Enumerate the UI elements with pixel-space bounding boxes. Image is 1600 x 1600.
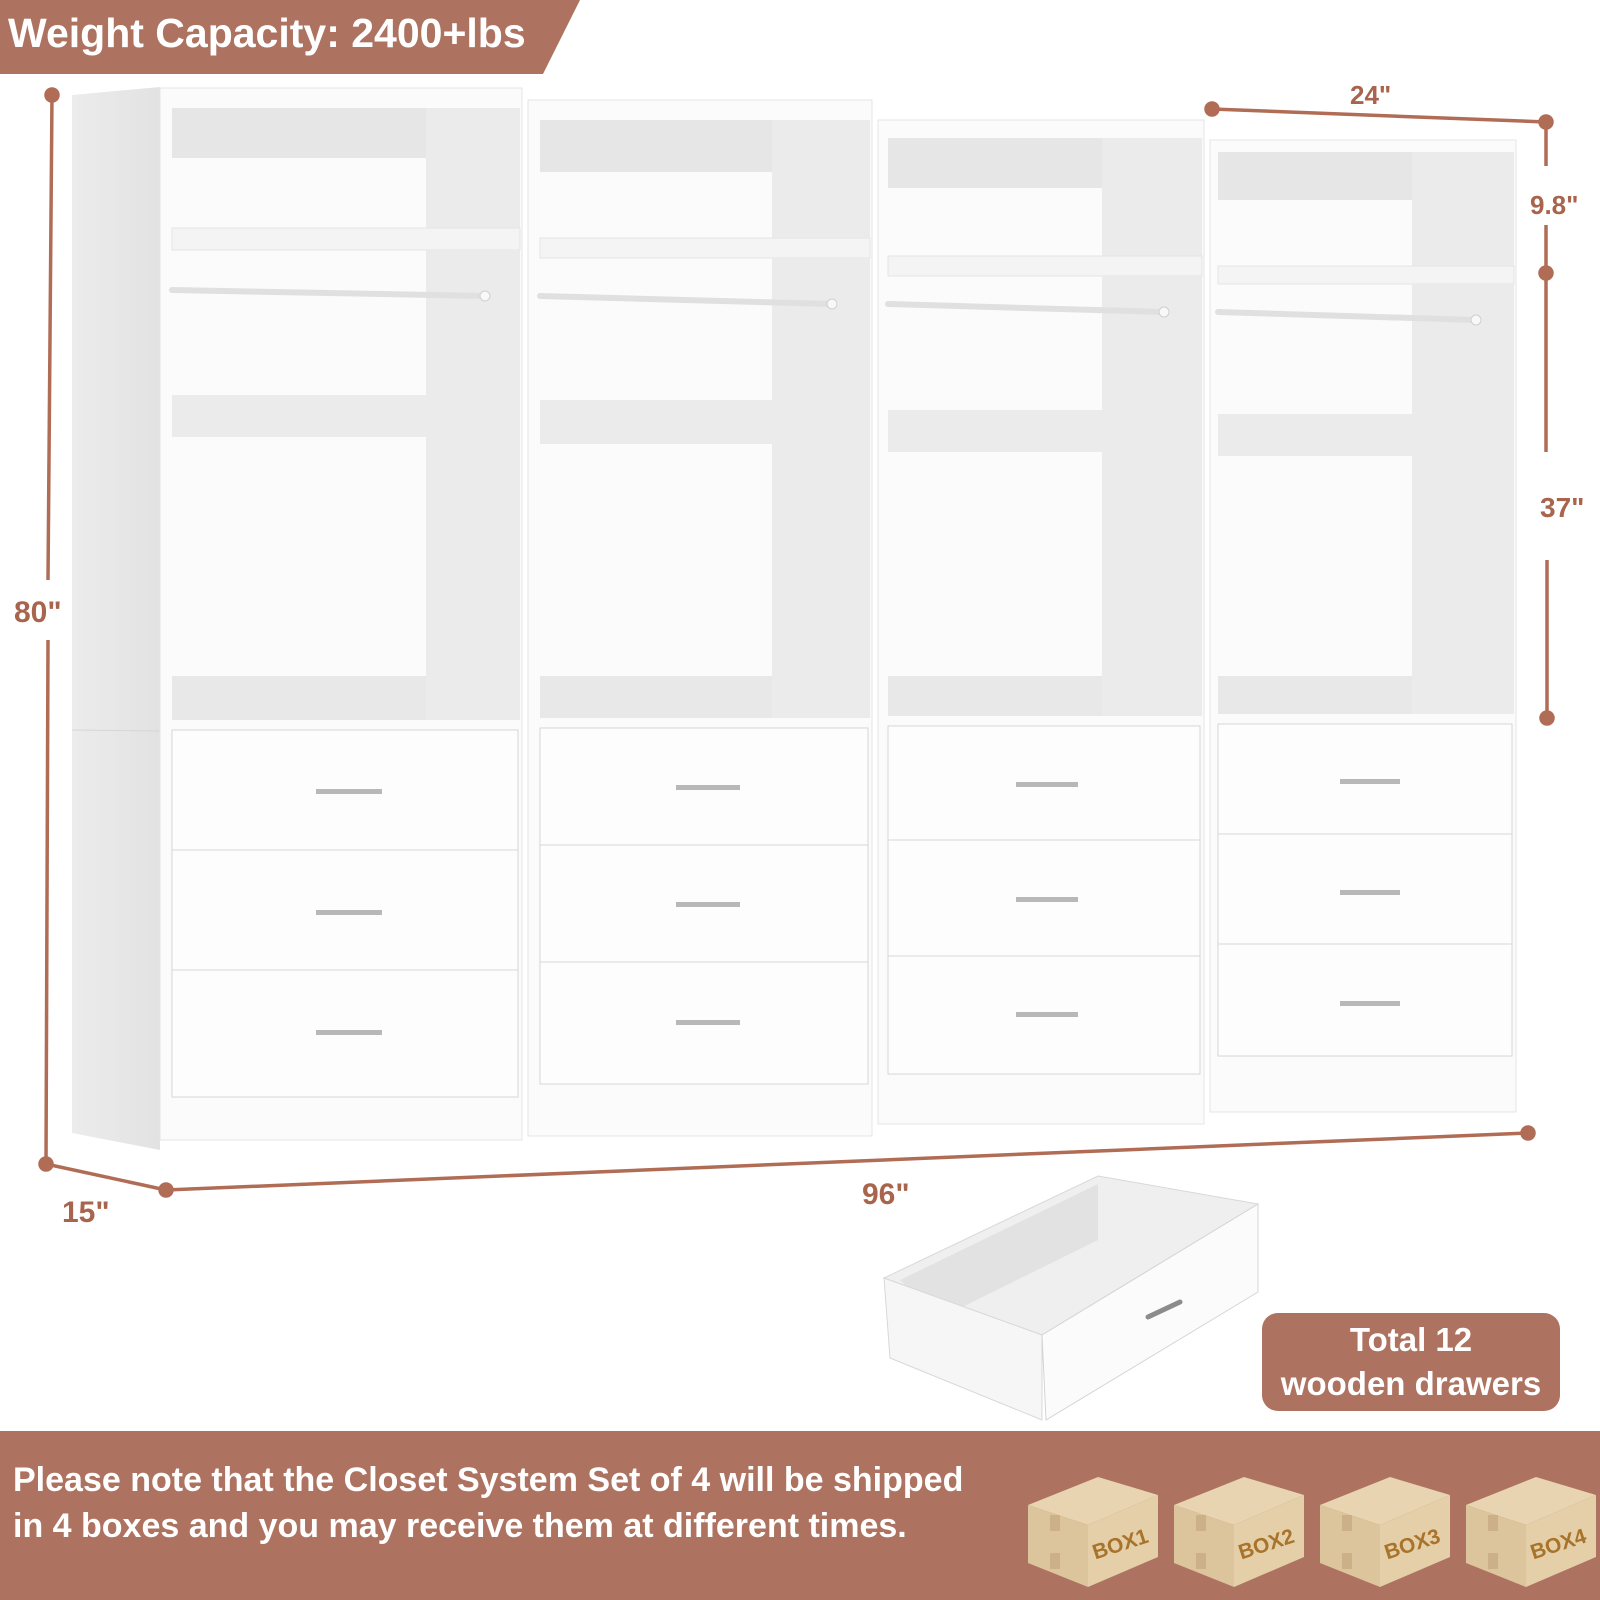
open-drawer-illustration [882, 1175, 1260, 1421]
shipping-box-3: BOX3 [1320, 1477, 1450, 1587]
shipping-box-1: BOX1 [1028, 1477, 1158, 1587]
shipping-note-footer: Please note that the Closet System Set o… [0, 1431, 1600, 1600]
height-dimension-label: 80" [14, 596, 62, 629]
closet-unit-2 [527, 99, 873, 1137]
shipping-box-4: BOX4 [1466, 1477, 1596, 1587]
closet-unit-1 [159, 87, 523, 1141]
side-panel [71, 87, 161, 1150]
badge-line-1: Total 12 [1349, 1321, 1473, 1358]
shipping-box-2: BOX2 [1174, 1477, 1304, 1587]
width-dimension-label: 96" [862, 1178, 910, 1211]
closet-unit-4 [1209, 139, 1517, 1113]
box-icon [1466, 1477, 1596, 1587]
shipping-note-line-1: Please note that the Closet System Set o… [13, 1461, 964, 1499]
depth-dimension-label: 15" [62, 1196, 110, 1229]
closet-unit-3 [877, 119, 1205, 1125]
unit-width-dimension-label: 24" [1350, 80, 1392, 110]
box-icon [1320, 1477, 1450, 1587]
shipping-note-text: Please note that the Closet System Set o… [13, 1457, 1033, 1549]
shipping-note-line-2: in 4 boxes and you may receive them at d… [13, 1507, 907, 1545]
drawer-count-badge: Total 12 wooden drawers [1262, 1313, 1560, 1411]
badge-line-2: wooden drawers [1280, 1365, 1542, 1402]
hanging-dimension-label: 37" [1540, 492, 1585, 523]
banner-shape [0, 0, 580, 74]
box-icon [1174, 1477, 1304, 1587]
weight-capacity-banner: Weight Capacity: 2400+lbs [0, 0, 580, 74]
box-icon [1028, 1477, 1158, 1587]
top-shelf-dimension-label: 9.8" [1530, 190, 1579, 220]
weight-capacity-text: Weight Capacity: 2400+lbs [8, 10, 526, 56]
